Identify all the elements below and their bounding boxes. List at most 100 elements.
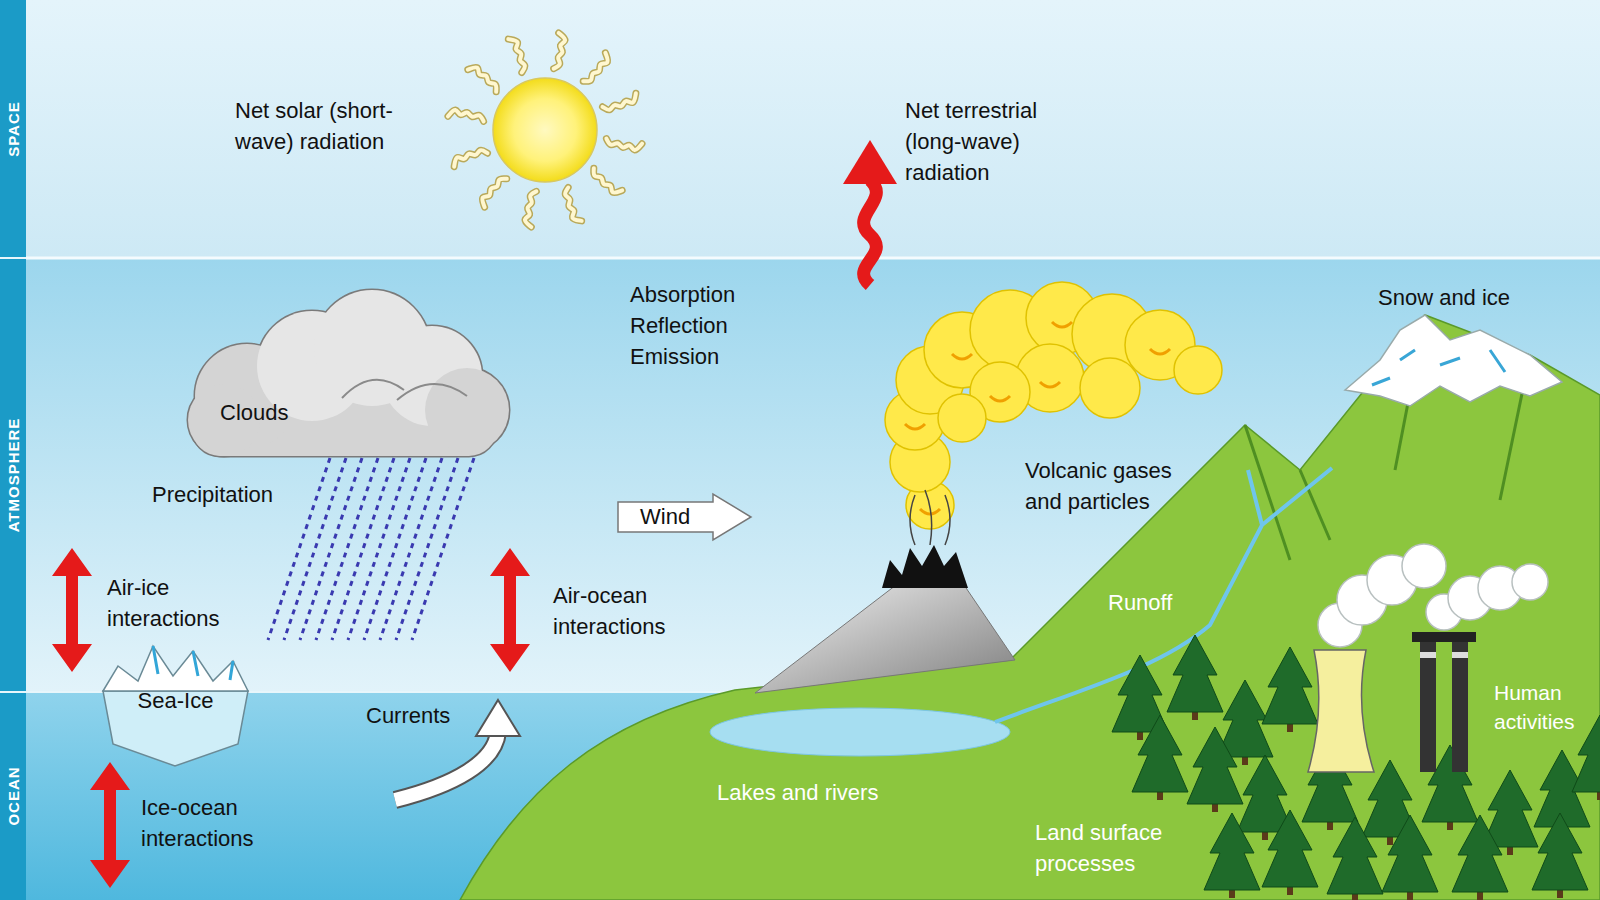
cloud-shape-part [342,380,467,400]
cloud-shape-part [188,290,509,456]
rain-part [316,458,378,640]
sun-rays [448,33,642,227]
sun-rays-part [508,39,525,72]
sun-rays-part [594,168,623,192]
side-bar-part [0,257,26,259]
wind-arrow: Wind [618,494,751,540]
side-bar-part [0,0,26,900]
factory-part [1308,650,1374,772]
callout-label: Net terrestrial (long-wave) radiation [905,96,1083,188]
trees-part [1132,715,1188,792]
sea-arrows-part [490,548,530,672]
rain-part [412,458,474,640]
rain-part [396,458,458,640]
snow-cap [1345,315,1562,406]
volcanic-plume-part [938,394,986,442]
sun-rays-part [594,168,623,192]
sea-arrows-part [52,548,92,672]
factory-part [1412,632,1476,642]
callout-label: Ice-ocean interactions [141,793,291,855]
rain-part [380,458,442,640]
callout-label: Net solar (short-wave) radiation [235,96,407,158]
volcanic-plume [885,282,1222,545]
cloud-shape: Clouds [182,288,512,458]
sun-rays-part [482,179,506,208]
sun-rays-part [602,93,635,110]
sun-rays-part [508,39,525,72]
sun-part [493,78,597,182]
rain-part [332,458,394,640]
sun-rays-part [554,33,565,69]
smoke-part [1512,564,1548,600]
trees-part [1382,815,1438,892]
sun [448,33,642,227]
band-name: OCEAN [6,766,21,825]
callout-label: Snow and ice [1378,283,1578,314]
callout-label: Volcanic gases and particles [1025,456,1203,518]
volcanic-plume-part [1052,322,1072,327]
factory-part [1452,652,1468,658]
factory-part [1420,652,1436,658]
sun-rays-part [482,179,506,208]
smoke [1318,544,1548,647]
volcano-part [755,582,1015,693]
sun-rays-part [602,93,635,110]
volcanic-plume-part [1080,358,1140,418]
sun-rays-part [448,110,484,121]
volcano-part [882,545,968,588]
sun-rays-part [565,187,582,220]
band-name: SPACE [6,101,21,157]
node-label: Sea-Ice [98,688,253,714]
sun-rays-part [565,187,582,220]
trees-part [1572,715,1600,792]
trees-part [1452,815,1508,892]
band-name: ATMOSPHERE [6,418,21,533]
land [460,315,1600,900]
sun-rays-part [525,191,536,227]
cloud-shape-outline [182,288,512,458]
sea-arrows-part [90,762,130,888]
sea-ice-shape-part [103,646,248,691]
volcanic-plume-part [905,424,925,429]
snow-cap-part [1345,315,1562,406]
factory [1308,632,1476,772]
callout-label: Air-ocean interactions [553,581,703,643]
sun-rays-part [448,110,484,121]
volcanic-plume-part [910,490,950,545]
side-bar [0,0,26,900]
sun-rays-part [554,33,565,69]
callout-label: Absorption Reflection Emission [630,280,770,372]
sea-ice-shape: Sea-Ice [98,636,253,766]
longwave-arrow-part [843,140,897,184]
callout-label: Air-ice interactions [107,573,247,635]
trees-part [1262,810,1318,887]
trees-part [1187,727,1243,804]
longwave-arrow [843,140,897,285]
sun-rays-part [454,150,487,167]
volcanic-plume-part [952,354,972,359]
sea-ice-shape-part [153,646,233,680]
sun-rays-part [606,139,642,150]
rain-part [268,458,330,640]
lake-and-river [710,468,1332,756]
factory-part [1420,640,1436,772]
node-label: Clouds [220,400,288,426]
longwave-arrow-part [864,180,877,285]
callout-label: Lakes and rivers [717,778,937,809]
sun-rays-part [454,150,487,167]
space-band-part [0,0,1600,258]
volcanic-plume-part [1150,349,1170,354]
volcanic-plume-part [990,396,1010,401]
trees-part [1262,647,1318,724]
rain-part [284,458,346,640]
lake-and-river-part [710,708,1010,756]
cloud-shape-part [425,368,509,452]
trees-part [1327,817,1383,894]
snow-cap-part [1372,350,1505,385]
sea-arrows [52,548,530,888]
sun-rays-part [468,67,497,91]
sun-rays-part [583,53,607,82]
sun-rays-part [606,139,642,150]
